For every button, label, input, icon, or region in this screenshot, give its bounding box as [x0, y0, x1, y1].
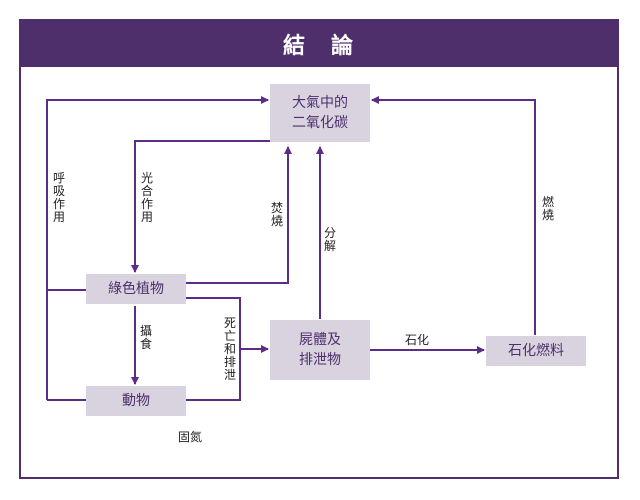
label-burning-fuels: 燃燒	[541, 195, 554, 222]
title-bar: 結 論	[21, 21, 617, 67]
page-title: 結 論	[282, 34, 355, 59]
label-ingestion: 攝食	[139, 324, 152, 351]
node-atmosphere-co2: 大氣中的 二氧化碳	[270, 84, 370, 142]
node-animals: 動物	[86, 386, 186, 416]
label-photosynthesis: 光合作用	[140, 171, 153, 224]
node-remains-label: 屍體及 排泄物	[299, 332, 341, 368]
label-burning-plants: 焚燒	[270, 201, 283, 228]
label-respiration: 呼吸作用	[52, 171, 65, 224]
label-fossilization: 石化	[405, 333, 430, 347]
node-fossil-fuels-label: 石化燃料	[508, 343, 564, 359]
node-atmosphere-co2-label: 大氣中的 二氧化碳	[292, 95, 348, 131]
label-death-excretion: 死亡和排泄	[223, 316, 236, 382]
node-green-plants: 綠色植物	[86, 274, 186, 304]
node-remains: 屍體及 排泄物	[270, 320, 370, 380]
node-fossil-fuels: 石化燃料	[486, 336, 586, 366]
node-green-plants-label: 綠色植物	[108, 281, 164, 297]
node-animals-label: 動物	[122, 393, 150, 409]
label-nitrogen-fixation: 固氮	[178, 430, 203, 444]
label-decomposition: 分解	[323, 226, 336, 253]
